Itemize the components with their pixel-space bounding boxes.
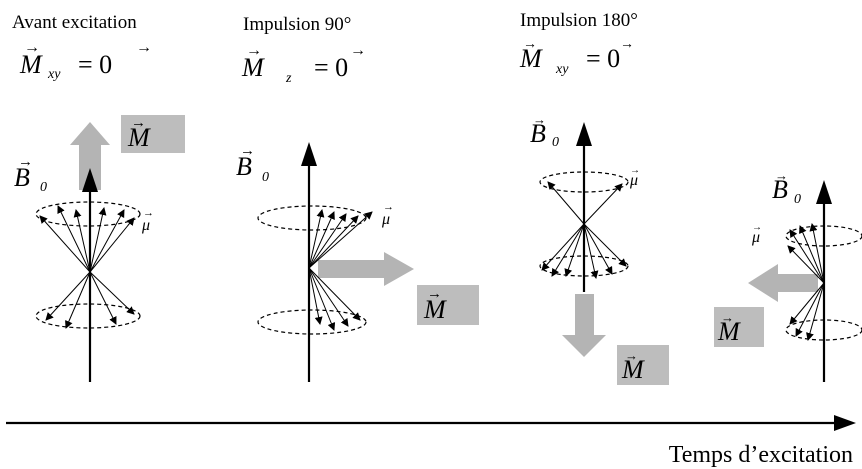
upper-precession-ring — [36, 202, 140, 226]
time-axis-arrowhead — [834, 415, 856, 431]
lower-precession-ring — [36, 304, 140, 328]
panel-180-pulse: Impulsion 180° M → xy = 0 → B 0 → — [519, 10, 669, 385]
mu-label: μ → — [751, 222, 762, 246]
b0-label: B 0 → — [236, 143, 269, 185]
b0-arrowhead — [301, 142, 317, 166]
time-axis: Temps d’excitation — [6, 415, 856, 468]
equation: M → z = 0 → — [241, 42, 366, 86]
vector-arrow-icon: → — [143, 207, 154, 219]
panel-title: Impulsion 90° — [243, 14, 351, 35]
vector-arrow-icon: → — [523, 37, 537, 52]
vector-arrow-icon: → — [752, 222, 762, 233]
vector-arrow-icon: → — [625, 348, 638, 363]
vector-arrow-icon: → — [721, 310, 734, 325]
panel-title: Avant excitation — [12, 12, 137, 33]
panel-90-pulse: Impulsion 90° M → z = 0 → B 0 → — [236, 14, 479, 382]
svg-text:μ: μ — [381, 211, 390, 228]
spin-vectors — [40, 206, 134, 328]
vector-arrow-icon: → — [24, 39, 40, 56]
panel-title: Impulsion 180° — [520, 10, 638, 31]
mu-label: μ → — [141, 207, 154, 234]
m-label-box: M → — [714, 307, 764, 347]
lower-precession-ring — [258, 310, 366, 334]
vector-arrow-icon: → — [533, 112, 546, 127]
b0-subscript: 0 — [40, 180, 47, 195]
b0-label: B 0 → — [530, 112, 559, 150]
equation: M → xy = 0 → — [19, 39, 152, 82]
b0-subscript: 0 — [552, 135, 559, 150]
equation-subscript: z — [285, 71, 292, 86]
b0-subscript: 0 — [794, 192, 801, 207]
m-label-box: M → — [121, 115, 185, 153]
equation: M → xy = 0 → — [519, 37, 634, 77]
equation-subscript: xy — [47, 67, 61, 82]
m-label-box: M → — [417, 285, 479, 325]
b0-label: B 0 → — [772, 168, 801, 207]
vector-arrow-icon: → — [630, 165, 640, 176]
b0-subscript: 0 — [262, 170, 269, 185]
vector-arrow-icon: → — [131, 115, 146, 131]
equation-rhs: = 0 — [586, 44, 620, 73]
m-label-box: M → — [617, 345, 669, 385]
panel-before-excitation: Avant excitation M → xy = 0 → M → B 0 → — [12, 12, 185, 382]
b0-arrowhead — [576, 122, 592, 146]
mu-label: μ → — [629, 165, 640, 189]
panel-final-state: B 0 → μ → M → — [714, 168, 862, 382]
vector-arrow-icon: → — [136, 39, 152, 56]
equation-rhs: = 0 — [314, 53, 348, 82]
vector-arrow-icon: → — [383, 201, 394, 213]
vector-arrow-icon: → — [620, 37, 634, 52]
svg-text:μ: μ — [141, 217, 150, 234]
b0-label: B 0 → — [14, 154, 47, 195]
vector-arrow-icon: → — [18, 154, 33, 170]
time-axis-label: Temps d’excitation — [669, 442, 853, 468]
magnetization-arrow — [318, 252, 414, 286]
vector-arrow-icon: → — [246, 42, 262, 59]
upper-precession-ring — [258, 206, 366, 230]
vector-arrow-icon: → — [350, 42, 366, 59]
vector-arrow-icon: → — [775, 168, 788, 183]
vector-arrow-icon: → — [427, 286, 442, 302]
magnetization-arrow — [562, 294, 606, 357]
equation-rhs: = 0 — [78, 50, 112, 79]
magnetization-arrow — [748, 264, 818, 302]
equation-subscript: xy — [555, 62, 569, 77]
mu-label: μ → — [381, 201, 394, 228]
vector-arrow-icon: → — [240, 143, 255, 159]
b0-arrowhead — [816, 180, 832, 204]
